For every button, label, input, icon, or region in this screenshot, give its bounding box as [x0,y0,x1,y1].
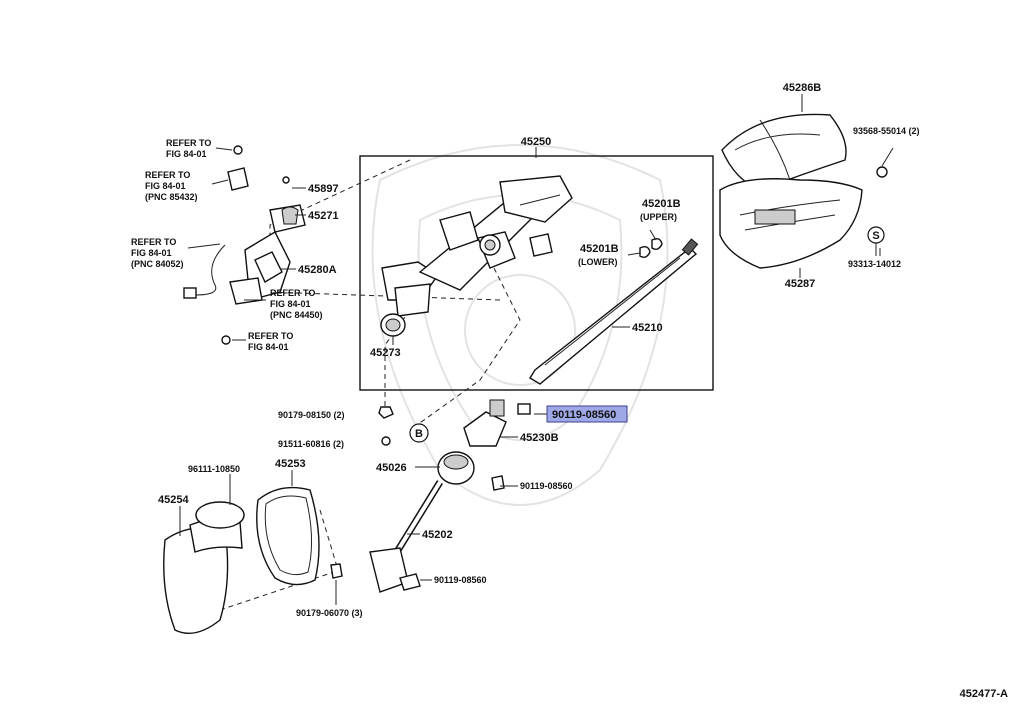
marker-s-text: S [872,230,879,242]
callout-leaders [179,94,881,605]
steering-column-45250 [381,175,573,317]
label-45280A: 45280A [298,264,337,276]
label-45271: 45271 [308,210,339,222]
marker-b: B [409,423,429,443]
shaft-45202 [369,480,443,593]
bolt-90119-lower [491,475,505,491]
label-45230B: 45230B [520,432,559,444]
label-93568-55014: 93568-55014 (2) [853,126,920,136]
ref4-line1: REFER TO [270,288,315,298]
boot-45026 [437,451,475,485]
ref4-line3: (PNC 84450) [270,310,323,320]
label-45201B-upper: 45201B [642,198,681,210]
clip-45201B-upper [651,237,663,251]
ref1-line2: FIG 84-01 [166,149,207,159]
ref5-line2: FIG 84-01 [248,342,289,352]
label-45254: 45254 [158,494,189,506]
ref3-line1: REFER TO [131,237,176,247]
marker-s: S [867,226,885,256]
ref3-line2: FIG 84-01 [131,248,172,258]
bolt-90179-06070 [330,563,343,579]
label-90119-08560-c: 90119-08560 [434,575,487,585]
ref1-line1: REFER TO [166,138,211,148]
label-90179-08150: 90179-08150 (2) [278,410,345,420]
ref2-line2: FIG 84-01 [145,181,186,191]
ref5-line1: REFER TO [248,331,293,341]
label-96111-10850: 96111-10850 [188,464,240,474]
joint-45230B [463,399,531,447]
label-45286B: 45286B [783,82,822,94]
label-45250: 45250 [521,136,552,148]
label-90119-08560-b: 90119-08560 [520,481,573,491]
label-93313-14012: 93313-14012 [848,259,901,269]
ref2-line3: (PNC 85432) [145,192,198,202]
switch-cluster [183,145,306,345]
clip-45201B-lower [639,245,651,259]
callout-labels: 45250 45286B 93568-55014 (2) 93313-14012… [131,82,1008,700]
seal-45253 [256,486,320,586]
label-45201B-lower-note: (LOWER) [578,257,618,267]
nut-91511 [381,436,391,446]
label-45253: 45253 [275,458,306,470]
ref3-line3: (PNC 84052) [131,259,184,269]
label-91511-60816: 91511-60816 (2) [278,439,344,449]
shaft-45210 [529,238,699,385]
label-90119-08560-highlight[interactable]: 90119-08560 [552,409,616,421]
marker-b-text: B [415,428,423,440]
label-45201B-lower: 45201B [580,243,619,255]
screw-93568 [876,147,894,178]
ref2-line1: REFER TO [145,170,190,180]
label-45210: 45210 [632,322,663,334]
label-45202: 45202 [422,529,453,541]
label-45897: 45897 [308,183,339,195]
diagram-id: 452477-A [960,688,1008,700]
label-45287: 45287 [785,278,816,290]
label-45026: 45026 [376,462,407,474]
label-90179-06070: 90179-06070 (3) [296,608,363,618]
cover-45254 [163,501,245,634]
label-45201B-upper-note: (UPPER) [640,212,677,222]
lower-cover-45287 [719,178,863,269]
ref4-line2: FIG 84-01 [270,299,311,309]
bearing-45273 [380,313,406,337]
label-45273: 45273 [370,347,401,359]
highlight-90119-08560 [546,405,628,423]
bolt-90179-08150 [378,406,394,419]
